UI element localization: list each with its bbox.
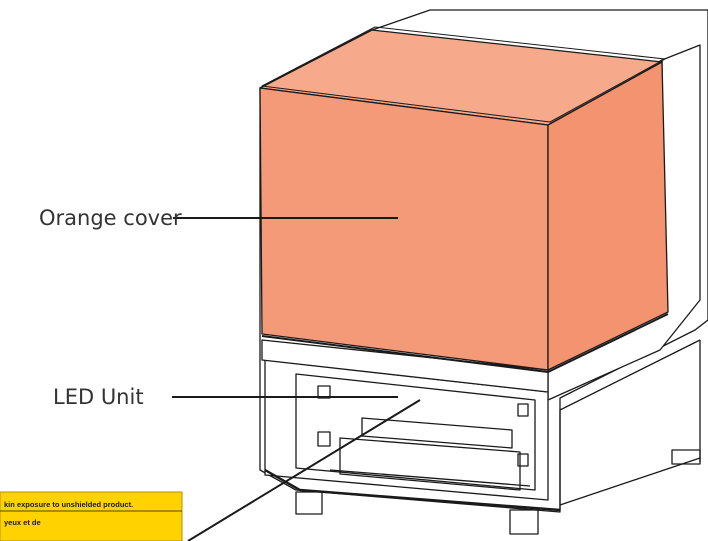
latch-lower-left xyxy=(317,431,331,447)
base-side-edge xyxy=(559,457,701,506)
latch-upper-right xyxy=(517,403,529,417)
orange-cover-rim xyxy=(261,26,666,123)
orange-cover-side xyxy=(547,61,669,371)
lower-side-edge xyxy=(559,339,701,411)
base-edge xyxy=(264,468,561,512)
foot-center xyxy=(509,509,539,535)
latch-lower-right xyxy=(517,453,529,467)
foot-right xyxy=(671,449,701,465)
foot-left xyxy=(295,491,323,515)
orange-cover-bottom-rim xyxy=(261,313,669,373)
warning-label-plate xyxy=(0,491,183,541)
led-tray xyxy=(339,437,521,491)
orange-cover-label: Orange cover xyxy=(39,206,182,230)
led-unit-label: LED Unit xyxy=(53,385,144,409)
orange-cover-front xyxy=(259,87,549,371)
leader-warning-label xyxy=(187,399,421,541)
led-compartment-frame xyxy=(295,373,536,491)
warning-label-text-2: yeux et de xyxy=(4,518,41,527)
warning-label-text-1: kin exposure to unshielded product. xyxy=(4,500,134,509)
led-unit-board xyxy=(361,417,513,449)
warning-label xyxy=(0,491,183,541)
tray-rail xyxy=(329,469,531,487)
